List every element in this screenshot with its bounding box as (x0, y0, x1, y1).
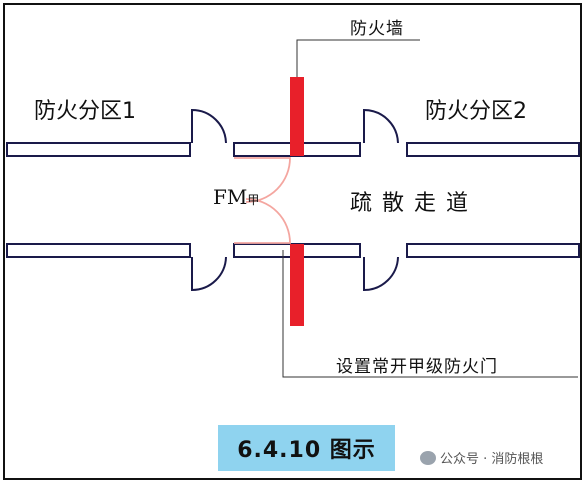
fire-door-code: FM甲 (213, 185, 259, 209)
zone-2-label: 防火分区2 (425, 99, 527, 124)
zone-1-label: 防火分区1 (34, 99, 136, 124)
wall-bottom-right (406, 243, 580, 258)
door-zone1-top (191, 108, 227, 144)
fire-door-grade: 甲 (247, 193, 260, 207)
figure-caption: 6.4.10 图示 (218, 425, 395, 471)
door-zone2-bottom (363, 256, 399, 292)
wall-bottom-left (6, 243, 191, 258)
corridor-label: 疏散走道 (350, 191, 479, 216)
fire-door-swing-top (234, 157, 291, 203)
wechat-icon (420, 450, 436, 465)
fire-door-swing-bottom (234, 198, 291, 244)
watermark: 公众号 · 消防根根 (420, 448, 543, 467)
leader-fire-wall (296, 39, 420, 77)
door-zone1-bottom (191, 256, 227, 292)
fire-wall-upper (290, 77, 304, 156)
fire-door-code-text: FM (213, 185, 248, 209)
fire-wall-lower (290, 244, 304, 326)
wall-top-left (6, 142, 191, 157)
door-zone2-top (363, 108, 399, 144)
wall-top-right (406, 142, 580, 157)
fire-wall-label: 防火墙 (350, 19, 404, 39)
fire-door-note: 设置常开甲级防火门 (336, 357, 498, 377)
leader-fire-door (282, 250, 578, 378)
watermark-text: 公众号 · 消防根根 (440, 452, 544, 467)
